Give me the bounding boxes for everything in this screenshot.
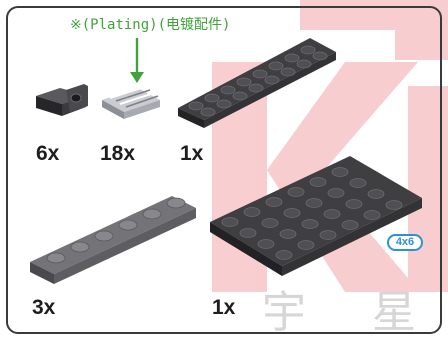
plate-4x6-brick: [210, 156, 422, 276]
plate-1x6-count: 3x: [32, 296, 56, 319]
plate-1x6-brick: [30, 196, 196, 284]
plate-2x8-count: 1x: [180, 142, 204, 165]
plating-arrow: [130, 38, 144, 83]
plate-2x8-brick: [178, 38, 336, 128]
watermark-char-right: 星: [372, 287, 416, 338]
plate-4x6-count: 1x: [212, 296, 236, 319]
grille-tile-brick: [102, 86, 160, 119]
callout-frame: [6, 6, 442, 334]
grille-tile-count: 18x: [100, 142, 136, 165]
watermark-char-left: 宇: [262, 287, 306, 338]
plate-size-badge: 4x6: [387, 234, 423, 251]
plating-note: ※(Plating)(电镀配件): [70, 17, 231, 33]
bracket-brick: [36, 84, 88, 116]
bracket-count: 6x: [36, 142, 60, 165]
